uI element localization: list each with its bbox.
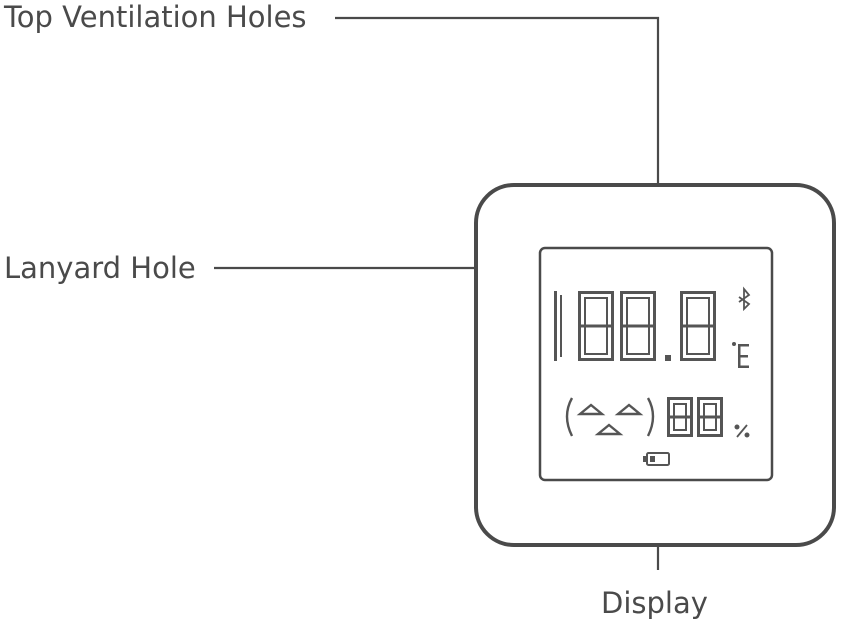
- bluetooth-icon: [738, 286, 751, 312]
- battery-icon: [643, 452, 670, 466]
- temperature-digits: [554, 291, 716, 361]
- temperature-digit-3: [680, 291, 716, 361]
- leader-line-top-ventilation: [335, 16, 660, 185]
- label-display: Display: [601, 586, 708, 620]
- humidity-digit-0: [667, 397, 693, 437]
- humidity-digits: [667, 397, 723, 437]
- percent-icon: [734, 424, 750, 438]
- decimal-point: [665, 355, 671, 361]
- temperature-digit-2: [620, 291, 656, 361]
- temperature-digit-0: [554, 291, 562, 361]
- label-lanyard-hole: Lanyard Hole: [4, 251, 196, 285]
- temperature-digit-1: [578, 291, 614, 361]
- comfort-face-icon: [565, 397, 655, 437]
- temperature-unit-icon: [732, 342, 749, 368]
- humidity-digit-1: [697, 397, 723, 437]
- label-top-ventilation-holes: Top Ventilation Holes: [4, 0, 307, 34]
- lcd-screen: [538, 246, 774, 482]
